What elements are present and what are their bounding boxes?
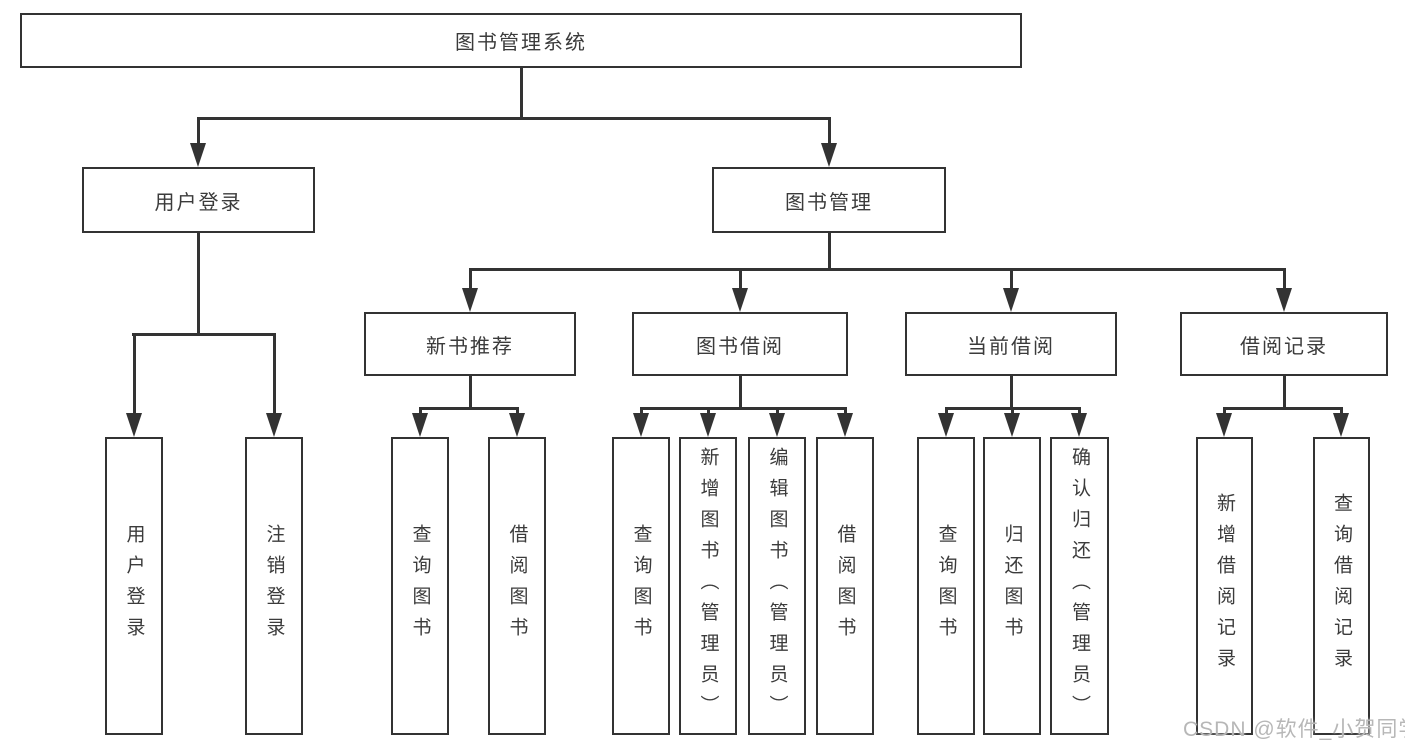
connector-stem [1010,376,1013,409]
leaf-label: 编辑图书（管理员） [766,446,788,726]
leaf-bb-query-books: 查询图书 [612,437,670,735]
connector-rail [640,407,846,410]
connector-arm [844,407,847,418]
node-borrowing-records: 借阅记录 [1180,312,1388,376]
leaf-label: 查询图书 [630,524,652,648]
arrowhead [1333,413,1349,437]
node-current-borrowing: 当前借阅 [905,312,1117,376]
node-new-book-recommend: 新书推荐 [364,312,576,376]
connector-arm [1010,268,1013,290]
connector-stem [469,376,472,409]
connector-rail [419,407,518,410]
connector-arm [776,407,779,418]
connector-arm [707,407,710,418]
connector-user-login-stem [197,232,200,335]
arrowhead [1071,413,1087,437]
connector-level2-rail [197,117,830,120]
connector-root-stem [520,68,523,120]
connector-arm [1011,407,1014,418]
connector-rail [1223,407,1343,410]
arrowhead [837,413,853,437]
connector-arm [419,407,422,418]
connector-arm [1223,407,1226,418]
node-user-login: 用户登录 [82,167,315,233]
arrowhead [412,413,428,437]
connector-arm [273,333,276,415]
connector-arm [1078,407,1081,418]
node-book-management: 图书管理 [712,167,946,233]
leaf-label: 用户登录 [123,524,145,648]
leaf-label: 查询图书 [935,524,957,648]
arrowhead [1004,413,1020,437]
arrowhead [700,413,716,437]
arrowhead [1276,288,1292,312]
leaf-label: 新增图书（管理员） [697,446,719,726]
leaf-label: 新增借阅记录 [1214,493,1235,679]
connector-arm [1283,268,1286,290]
leaf-br-add-record: 新增借阅记录 [1196,437,1253,735]
connector-arm [197,117,200,147]
connector-user-login-rail [132,333,275,336]
leaf-label: 借阅图书 [834,524,856,648]
node-book-borrowing: 图书借阅 [632,312,848,376]
connector-stem [1283,376,1286,409]
leaf-cb-query-books: 查询图书 [917,437,975,735]
arrowhead [821,143,837,167]
connector-arm [133,333,136,415]
arrowhead [1216,413,1232,437]
leaf-label: 借阅图书 [506,524,528,648]
leaf-nb-borrow-books: 借阅图书 [488,437,546,735]
leaf-logout: 注销登录 [245,437,303,735]
arrowhead [633,413,649,437]
connector-arm [640,407,643,418]
arrowhead [938,413,954,437]
node-library-system: 图书管理系统 [20,13,1022,68]
leaf-label: 确认归还（管理员） [1069,446,1090,726]
leaf-cb-return-books: 归还图书 [983,437,1041,735]
connector-stem [739,376,742,409]
leaf-label: 查询图书 [409,524,431,648]
leaf-label: 查询借阅记录 [1331,493,1352,679]
leaf-label: 归还图书 [1001,524,1023,648]
connector-arm [828,117,831,147]
connector-arm [945,407,948,418]
arrowhead [190,143,206,167]
leaf-bb-edit-books-admin: 编辑图书（管理员） [748,437,806,735]
leaf-bb-borrow-books: 借阅图书 [816,437,874,735]
connector-book-mgmt-stem [828,233,831,270]
leaf-br-query-record: 查询借阅记录 [1313,437,1370,735]
arrowhead [1003,288,1019,312]
leaf-bb-add-books-admin: 新增图书（管理员） [679,437,737,735]
connector-arm [1340,407,1343,418]
leaf-nb-query-books: 查询图书 [391,437,449,735]
arrowhead [769,413,785,437]
arrowhead [462,288,478,312]
leaf-label: 注销登录 [263,524,285,648]
connector-arm [516,407,519,418]
leaf-user-login: 用户登录 [105,437,163,735]
arrowhead [509,413,525,437]
arrowhead [126,413,142,437]
connector-arm [469,268,472,290]
csdn-watermark: CSDN @软件_小贺同学 [1183,718,1405,741]
leaf-cb-confirm-return-admin: 确认归还（管理员） [1050,437,1109,735]
arrowhead [732,288,748,312]
connector-arm [739,268,742,290]
connector-level3-rail [469,268,1285,271]
arrowhead [266,413,282,437]
